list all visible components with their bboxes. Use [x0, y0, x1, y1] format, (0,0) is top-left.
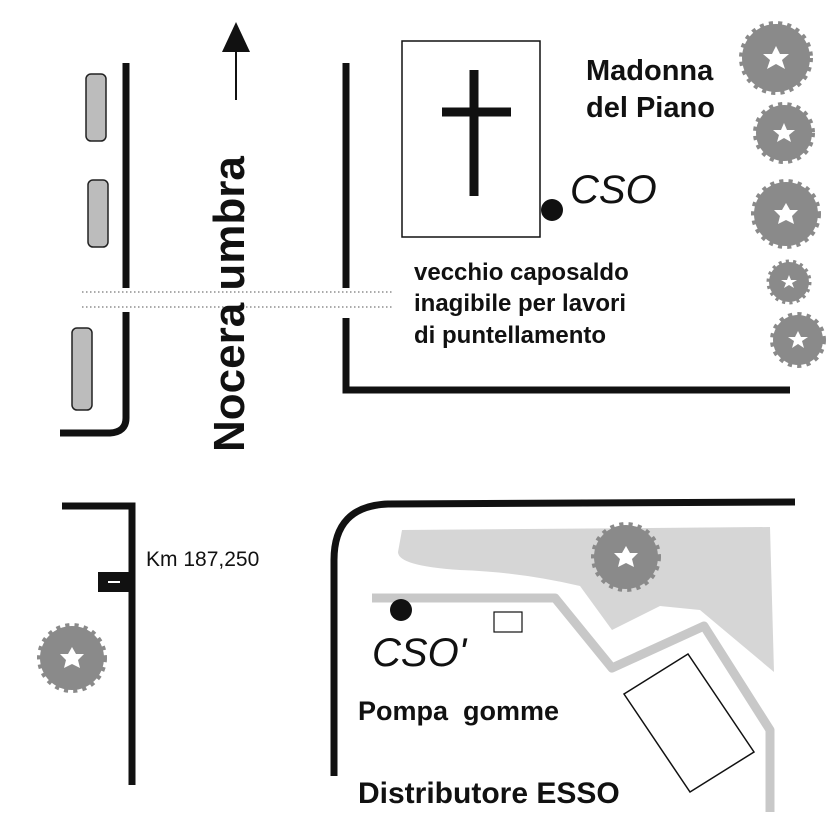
tire-pump-icon — [493, 611, 523, 633]
north-arrow-icon — [222, 22, 250, 100]
road-name-label: Nocera umbra — [205, 156, 254, 452]
bench-icon-group — [71, 73, 109, 411]
tree-icon — [739, 21, 813, 95]
benchmark-note-line2: inagibile per lavori — [414, 290, 626, 317]
tree-icon — [591, 522, 661, 592]
road-edge-southwest — [62, 502, 136, 785]
road-edges-north — [60, 63, 790, 437]
station-driveway — [372, 593, 775, 812]
road-edge-east-lower — [342, 318, 790, 394]
service-area-apron — [398, 527, 774, 672]
tree-icon — [751, 179, 821, 249]
bench-icon — [71, 327, 93, 411]
church-name-line1: Madonna — [586, 55, 714, 87]
road-edge-west-lower — [60, 312, 130, 437]
cso-prime-label: CSO' — [372, 631, 468, 675]
tree-icon — [766, 259, 812, 305]
tree-group-north — [739, 21, 826, 368]
cso-point-marker — [541, 199, 563, 221]
kilometer-marker-label: Km 187,250 — [146, 548, 259, 571]
tire-pump-label: Pompa gomme — [358, 696, 559, 726]
church-name-line2: del Piano — [586, 92, 715, 124]
bench-icon — [85, 73, 107, 142]
benchmark-note-line3: di puntellamento — [414, 322, 606, 349]
church-icon — [401, 40, 541, 238]
gas-station-name: Distributore ESSO — [358, 777, 620, 810]
road-edge-southeast — [330, 498, 796, 776]
tree-icon — [770, 312, 826, 368]
cso-prime-point-marker — [390, 599, 412, 621]
bench-icon — [87, 179, 109, 248]
tree-icon — [753, 102, 815, 164]
gas-station-building — [622, 652, 756, 794]
cso-label: CSO — [570, 168, 657, 212]
tree-icon — [37, 623, 107, 693]
benchmark-note-line1: vecchio caposaldo — [414, 259, 629, 286]
kilometer-marker-icon — [98, 572, 132, 592]
